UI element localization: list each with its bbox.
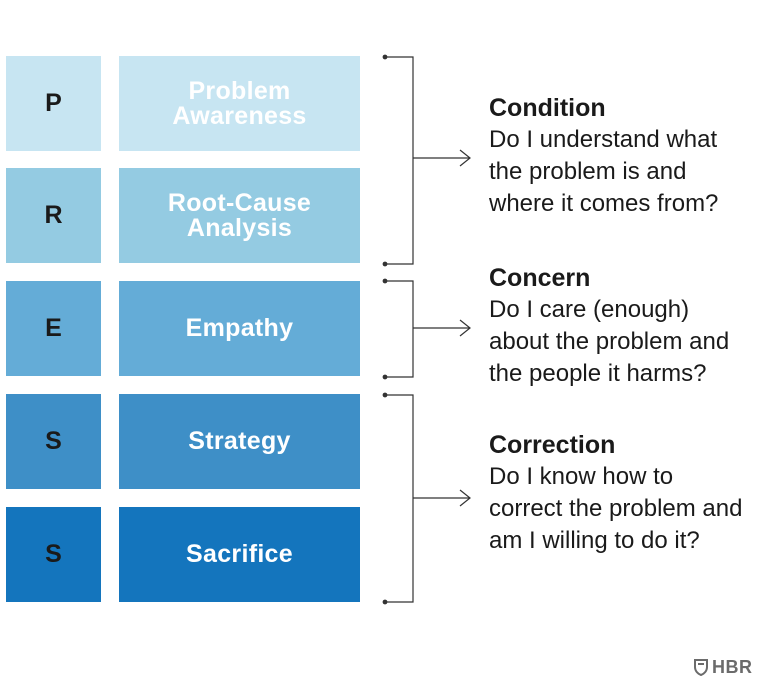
group-correction: Correction Do I know how to correct the … — [489, 429, 768, 557]
group-question: Do I care (enough) about the problem and… — [489, 296, 730, 387]
row-letter: P — [6, 56, 101, 151]
group-title: Condition — [489, 94, 606, 122]
row-label: Sacrifice — [119, 507, 360, 602]
group-condition: Condition Do I understand what the probl… — [489, 92, 768, 220]
bracket-concern — [385, 280, 471, 378]
bracket-correction — [385, 394, 471, 603]
bracket-dot — [382, 599, 388, 605]
group-question: Do I understand what the problem is and … — [489, 126, 719, 217]
bracket-condition — [385, 56, 471, 265]
row-letter: R — [6, 168, 101, 263]
bracket-dot — [382, 278, 388, 284]
group-concern: Concern Do I care (enough) about the pro… — [489, 262, 768, 390]
row-label: Strategy — [119, 394, 360, 489]
row-letter: S — [6, 394, 101, 489]
row-label: Problem Awareness — [119, 56, 360, 151]
group-question: Do I know how to correct the problem and… — [489, 463, 743, 554]
row-label: Empathy — [119, 281, 360, 376]
bracket-dot — [382, 54, 388, 60]
row-letter: S — [6, 507, 101, 602]
bracket-dot — [382, 261, 388, 267]
row-letter: E — [6, 281, 101, 376]
row-label: Root-Cause Analysis — [119, 168, 360, 263]
group-title: Correction — [489, 431, 616, 459]
shield-icon — [694, 659, 708, 676]
bracket-dot — [382, 374, 388, 380]
bracket-dot — [382, 392, 388, 398]
hbr-logo: HBR — [694, 657, 753, 678]
group-title: Concern — [489, 264, 591, 292]
logo-text: HBR — [712, 657, 753, 677]
